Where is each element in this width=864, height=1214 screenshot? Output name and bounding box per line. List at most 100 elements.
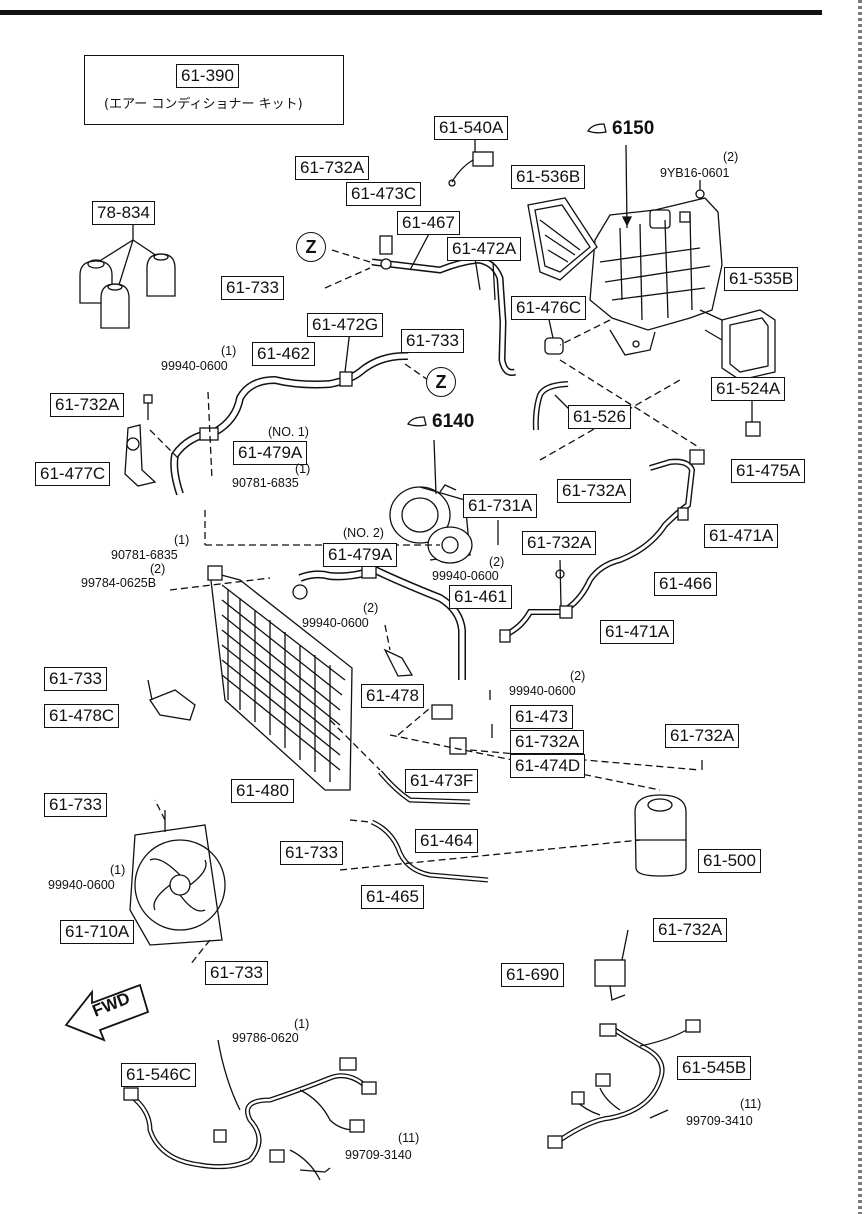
- pipe-464-drawing: [370, 770, 489, 883]
- drain-526-drawing: [532, 381, 571, 431]
- part-61-732A-e[interactable]: 61-732A: [665, 724, 740, 748]
- condenser-drawing: [207, 565, 353, 791]
- part-61-733-b[interactable]: 61-733: [401, 329, 464, 353]
- part-61-467[interactable]: 61-467: [397, 211, 460, 235]
- part-61-733-f[interactable]: 61-733: [205, 961, 268, 985]
- fastener-code[interactable]: 99786-0620: [232, 1031, 299, 1045]
- pipe-467-drawing: [371, 227, 517, 376]
- part-61-535B[interactable]: 61-535B: [724, 267, 799, 291]
- kit-code: 61-390: [176, 64, 239, 88]
- boot-set-drawing: [79, 222, 176, 329]
- z-marker-lower: Z: [426, 367, 456, 397]
- pipe-466-drawing: [498, 449, 705, 643]
- part-61-545B[interactable]: 61-545B: [677, 1056, 752, 1080]
- part-61-473F[interactable]: 61-473F: [405, 769, 479, 793]
- fastener-code[interactable]: 90781-6835: [111, 548, 178, 562]
- part-61-540A[interactable]: 61-540A: [434, 116, 509, 140]
- part-61-479A-a[interactable]: 61-479A: [233, 441, 308, 465]
- switch-690-drawing: [594, 929, 629, 1001]
- filter-536B-drawing: [527, 197, 598, 281]
- part-61-733-e[interactable]: 61-733: [280, 841, 343, 865]
- part-61-524A[interactable]: 61-524A: [711, 377, 786, 401]
- part-61-461[interactable]: 61-461: [449, 585, 512, 609]
- part-61-732A-c[interactable]: 61-732A: [557, 479, 632, 503]
- filter-535B-drawing: [699, 309, 776, 381]
- part-61-536B[interactable]: 61-536B: [511, 165, 586, 189]
- qty-label: (2): [150, 562, 166, 576]
- part-61-733-c[interactable]: 61-733: [44, 667, 107, 691]
- part-61-475A[interactable]: 61-475A: [731, 459, 806, 483]
- part-61-471A-a[interactable]: 61-471A: [704, 524, 779, 548]
- part-61-732A-f[interactable]: 61-732A: [510, 730, 585, 754]
- part-61-474D[interactable]: 61-474D: [510, 754, 586, 778]
- part-61-500[interactable]: 61-500: [698, 849, 761, 873]
- fastener-code[interactable]: 9YB16-0601: [660, 166, 730, 180]
- kit-frame: [84, 55, 344, 125]
- harness-546C-drawing: [123, 1039, 377, 1181]
- part-61-733-a[interactable]: 61-733: [221, 276, 284, 300]
- qty-label: (1): [110, 863, 126, 877]
- part-61-478[interactable]: 61-478: [361, 684, 424, 708]
- group-6140-label: 6140: [432, 411, 475, 432]
- part-61-732A-a[interactable]: 61-732A: [295, 156, 370, 180]
- part-78-834[interactable]: 78-834: [92, 201, 155, 225]
- part-61-710A[interactable]: 61-710A: [60, 920, 135, 944]
- grommet-476C-drawing: [544, 314, 564, 355]
- ac-unit-drawing: [589, 144, 723, 356]
- qty-label: (1): [294, 1017, 310, 1031]
- fastener-code[interactable]: 99940-0600: [432, 569, 499, 583]
- part-61-546C[interactable]: 61-546C: [121, 1063, 197, 1087]
- part-61-480[interactable]: 61-480: [231, 779, 294, 803]
- qty-label: (2): [723, 150, 739, 164]
- fastener-code[interactable]: 99940-0600: [302, 616, 369, 630]
- page-edge: [858, 0, 862, 1214]
- qty-label: (1): [174, 533, 190, 547]
- part-61-477C[interactable]: 61-477C: [35, 462, 111, 486]
- part-61-478C[interactable]: 61-478C: [44, 704, 120, 728]
- part-61-473[interactable]: 61-473: [510, 705, 573, 729]
- part-61-690[interactable]: 61-690: [501, 963, 564, 987]
- part-61-466[interactable]: 61-466: [654, 572, 717, 596]
- z-marker-upper: Z: [296, 232, 326, 262]
- part-61-464[interactable]: 61-464: [415, 829, 478, 853]
- fastener-code[interactable]: 99709-3410: [686, 1114, 753, 1128]
- sensor-540A-drawing: [448, 135, 494, 187]
- position-note: (NO. 1): [268, 425, 309, 439]
- part-61-472A[interactable]: 61-472A: [447, 237, 522, 261]
- part-61-731A[interactable]: 61-731A: [463, 494, 538, 518]
- fastener-code[interactable]: 99709-3140: [345, 1148, 412, 1162]
- qty-label: (1): [221, 344, 237, 358]
- qty-label: (2): [489, 555, 505, 569]
- bracket-477C-drawing: [124, 394, 157, 487]
- part-61-732A-g[interactable]: 61-732A: [653, 918, 728, 942]
- clip-524A-drawing: [745, 398, 761, 437]
- valve-drawing: [431, 690, 493, 755]
- part-61-733-d[interactable]: 61-733: [44, 793, 107, 817]
- fastener-code[interactable]: 99940-0600: [48, 878, 115, 892]
- part-61-732A-b[interactable]: 61-732A: [50, 393, 125, 417]
- qty-label: (11): [740, 1097, 762, 1111]
- qty-label: (1): [295, 462, 311, 476]
- top-rule: [0, 10, 822, 15]
- fastener-code[interactable]: 99784-0625B: [81, 576, 157, 590]
- part-61-471A-b[interactable]: 61-471A: [600, 620, 675, 644]
- part-61-465[interactable]: 61-465: [361, 885, 424, 909]
- part-61-732A-d[interactable]: 61-732A: [522, 531, 597, 555]
- part-61-476C[interactable]: 61-476C: [511, 296, 587, 320]
- fastener-code[interactable]: 99940-0600: [509, 684, 576, 698]
- fastener-code[interactable]: 90781-6835: [232, 476, 299, 490]
- qty-label: (2): [363, 601, 379, 615]
- part-61-472G[interactable]: 61-472G: [307, 313, 384, 337]
- fan-drawing: [129, 810, 226, 946]
- part-61-462[interactable]: 61-462: [252, 342, 315, 366]
- part-61-479A-b[interactable]: 61-479A: [323, 543, 398, 567]
- fwd-arrow-drawing: [64, 983, 150, 1042]
- position-note: (NO. 2): [343, 526, 384, 540]
- part-61-473C[interactable]: 61-473C: [346, 182, 422, 206]
- group-6140-hook: [407, 416, 427, 427]
- fastener-code[interactable]: 99940-0600: [161, 359, 228, 373]
- part-61-526[interactable]: 61-526: [568, 405, 631, 429]
- compressor-drawing: [389, 439, 499, 564]
- group-6150-hook: [587, 123, 607, 134]
